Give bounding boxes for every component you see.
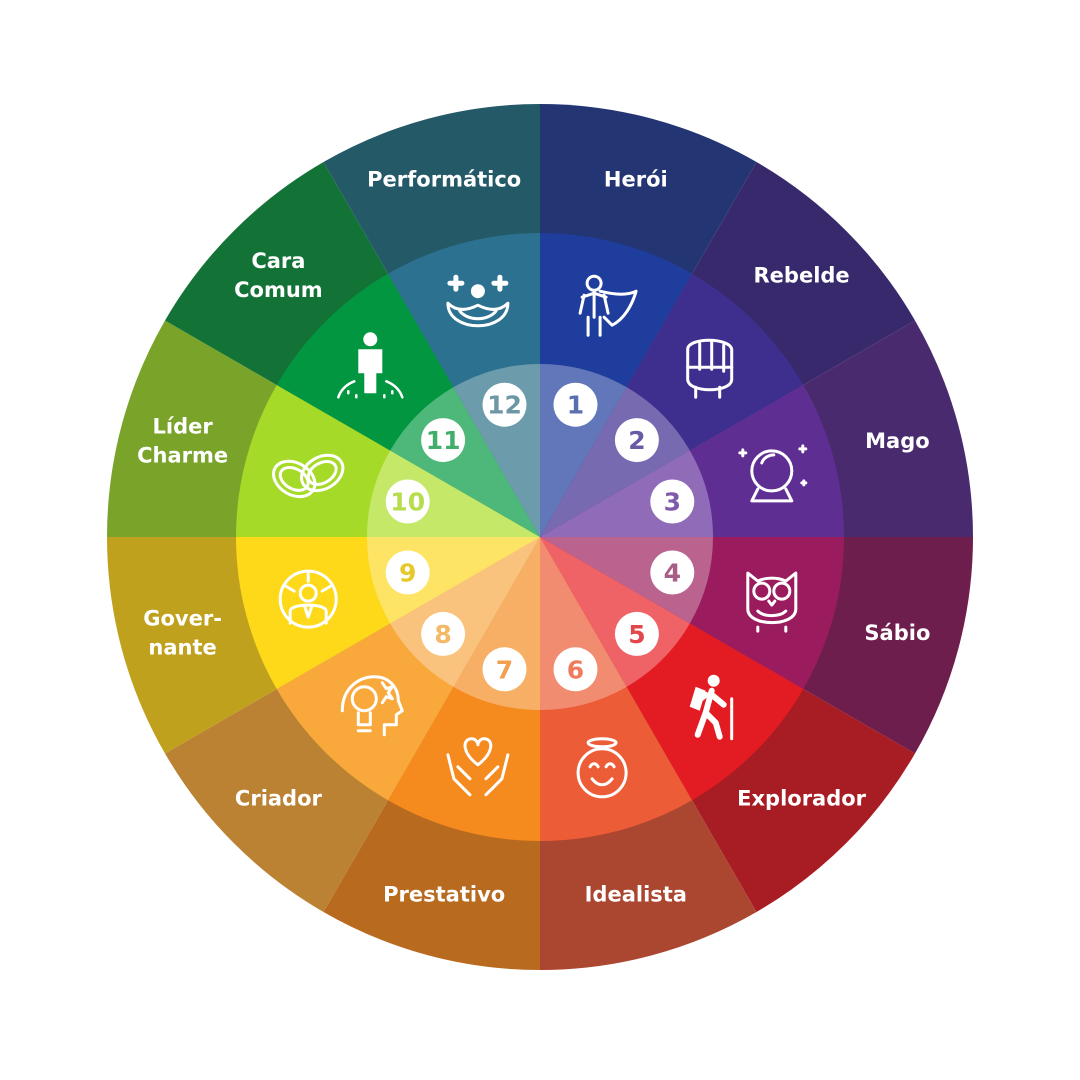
clown-icon [446, 274, 510, 328]
number-badge-circle [482, 647, 527, 692]
number-badge: 7 [482, 647, 527, 692]
archetype-label: Sábio [864, 621, 930, 645]
hiker-icon [689, 674, 734, 741]
number-badge-text: 9 [399, 559, 416, 588]
number-badge-text: 5 [628, 620, 645, 649]
number-badge-text: 1 [567, 391, 584, 420]
number-badge-circle [553, 647, 598, 692]
number-badge-text: 2 [628, 426, 645, 455]
number-badge-text: 4 [664, 559, 681, 588]
hero-icon [578, 274, 638, 337]
number-badge-circle [482, 382, 527, 427]
number-badge-text: 7 [496, 655, 513, 684]
number-badge: 8 [421, 611, 466, 656]
archetype-icons [272, 274, 808, 799]
number-badge-text: 3 [664, 488, 681, 517]
archetype-labels: HeróiRebeldeMagoSábioExploradorIdealista… [137, 168, 930, 907]
number-badge-text: 11 [426, 426, 461, 455]
archetype-label: Performático [367, 168, 521, 192]
ruler-person-icon [278, 569, 338, 629]
creative-head-icon [340, 675, 404, 737]
inner-ring [367, 364, 713, 710]
number-badge-circle [385, 479, 430, 524]
number-badge: 9 [385, 550, 430, 595]
fist-icon [686, 338, 734, 399]
number-badge: 11 [421, 418, 466, 463]
number-badge-text: 12 [487, 391, 522, 420]
number-badge-circle [614, 611, 659, 656]
archetype-label: Rebelde [754, 263, 850, 287]
archetype-label: Herói [604, 168, 668, 192]
number-badge: 12 [482, 382, 527, 427]
number-badge-circle [421, 418, 466, 463]
number-badge-text: 8 [434, 620, 451, 649]
rings-icon [272, 453, 345, 499]
heart-hands-icon [446, 737, 510, 797]
number-badge-circle [650, 550, 695, 595]
angel-face-icon [576, 737, 628, 799]
archetype-label: Criador [235, 787, 323, 811]
number-badge: 5 [614, 611, 659, 656]
inner-disc [367, 364, 713, 710]
archetype-label: Idealista [585, 882, 687, 906]
archetype-label: Prestativo [383, 882, 505, 906]
owl-icon [746, 571, 798, 633]
number-badge-circle [614, 418, 659, 463]
number-badge-circle [553, 382, 598, 427]
number-badge-circle [385, 550, 430, 595]
number-badge-circle [650, 479, 695, 524]
number-badge: 3 [650, 479, 695, 524]
number-badge: 1 [553, 382, 598, 427]
number-badge: 4 [650, 550, 695, 595]
number-badge-circle [421, 611, 466, 656]
number-badge-text: 10 [390, 488, 425, 517]
crystal-ball-icon [738, 444, 808, 503]
number-badge: 6 [553, 647, 598, 692]
number-badge-text: 6 [567, 655, 584, 684]
person-icon [337, 332, 404, 399]
archetype-label: Mago [865, 429, 930, 453]
number-badge: 2 [614, 418, 659, 463]
archetype-label: Gover-nante [143, 606, 222, 659]
number-badge: 10 [385, 479, 430, 524]
archetype-label: Explorador [737, 787, 867, 811]
